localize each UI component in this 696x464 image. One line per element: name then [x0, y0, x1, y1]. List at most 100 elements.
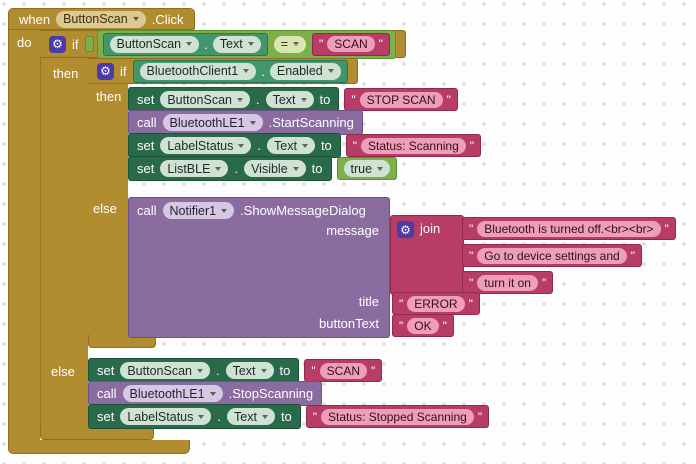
property-getter-block[interactable]: ButtonScan . Text: [102, 32, 268, 56]
text-string-block[interactable]: " Go to device settings and ": [462, 244, 642, 267]
dropdown-value: ButtonScan: [127, 363, 192, 378]
component-dropdown[interactable]: ButtonScan: [160, 91, 250, 108]
property-dropdown[interactable]: Text: [227, 408, 275, 425]
mutator-gear-icon[interactable]: ⚙: [49, 35, 66, 53]
set-property-block[interactable]: set ButtonScan . Text to: [88, 358, 300, 383]
dropdown-value: Text: [274, 138, 297, 153]
inner-if-block-header[interactable]: ⚙ if BluetoothClient1 . Enabled: [88, 58, 358, 84]
open-quote: ": [469, 275, 474, 290]
set-property-block[interactable]: set ListBLE . Visible to: [128, 156, 332, 181]
component-dropdown[interactable]: ButtonScan: [120, 362, 210, 379]
property-getter-block[interactable]: BluetoothClient1 . Enabled: [132, 59, 348, 83]
close-quote: ": [371, 363, 376, 378]
outer-if-bottom-bar[interactable]: [40, 426, 154, 440]
close-quote: ": [468, 296, 473, 311]
component-dropdown[interactable]: LabelStatus: [160, 137, 252, 154]
component-dropdown[interactable]: Notifier1: [162, 202, 235, 219]
dropdown-arrow-icon: [221, 208, 228, 213]
when-block-bottom-bar[interactable]: [8, 440, 190, 454]
property-dropdown[interactable]: Text: [212, 35, 261, 53]
call-stop-scanning-row: call BluetoothLE1 .StopScanning: [88, 381, 323, 406]
component-dropdown[interactable]: BluetoothClient1: [139, 62, 257, 80]
component-dropdown[interactable]: BluetoothLE1: [122, 385, 223, 402]
call-method-block[interactable]: call BluetoothLE1 .StopScanning: [88, 381, 323, 406]
inner-then-label: then: [96, 89, 122, 104]
property-dropdown[interactable]: Text: [265, 91, 314, 108]
inner-else-label: else: [93, 201, 117, 216]
string-literal[interactable]: Bluetooth is turned off.<br><br>: [477, 220, 661, 237]
set-property-block[interactable]: set LabelStatus . Text to: [88, 404, 301, 429]
open-quote: ": [469, 248, 474, 263]
component-dropdown[interactable]: LabelStatus: [120, 408, 212, 425]
outer-if-block-header[interactable]: ⚙ if ButtonScan . Text = " SCAN: [40, 29, 406, 59]
text-join-block[interactable]: ⚙ join: [390, 215, 464, 295]
to-keyword: to: [319, 92, 331, 107]
string-literal[interactable]: OK: [407, 317, 439, 334]
dropdown-value: Text: [234, 409, 257, 424]
inner-if-left-spine[interactable]: [88, 84, 128, 335]
string-literal[interactable]: Status: Scanning: [361, 137, 466, 154]
set-property-block[interactable]: set LabelStatus . Text to: [128, 133, 341, 158]
open-quote: ": [319, 37, 324, 51]
text-string-block[interactable]: " OK ": [392, 314, 454, 337]
dot-separator: .: [204, 36, 208, 52]
when-block-left-spine[interactable]: [8, 28, 40, 440]
component-dropdown[interactable]: ButtonScan: [109, 35, 200, 53]
open-quote: ": [399, 296, 404, 311]
string-literal[interactable]: ERROR: [407, 295, 465, 312]
dropdown-arrow-icon: [247, 42, 254, 46]
property-dropdown[interactable]: Text: [267, 137, 315, 154]
close-quote: ": [469, 138, 475, 153]
text-string-block[interactable]: " Status: Stopped Scanning ": [305, 405, 490, 428]
text-string-block[interactable]: " STOP SCAN ": [344, 88, 458, 111]
outer-then-label: then: [53, 66, 79, 81]
set-keyword: set: [97, 409, 115, 424]
text-string-block[interactable]: " turn it on ": [462, 271, 554, 294]
equals-comparison-block[interactable]: ButtonScan . Text = " SCAN ": [96, 29, 396, 59]
string-literal[interactable]: Status: Stopped Scanning: [321, 408, 474, 425]
notifier-show-message-dialog-block[interactable]: call Notifier1 .ShowMessageDialog messag…: [128, 197, 390, 338]
dropdown-value: BluetoothLE1: [129, 386, 205, 401]
dropdown-arrow-icon: [377, 166, 384, 171]
operator-dropdown[interactable]: =: [273, 35, 307, 53]
text-string-block[interactable]: " Status: Scanning ": [345, 134, 482, 157]
dropdown-arrow-icon: [249, 120, 256, 125]
set-property-block[interactable]: set ButtonScan . Text to: [128, 87, 340, 112]
inner-if-bottom-bar[interactable]: [88, 335, 156, 348]
close-quote: ": [477, 409, 483, 424]
logic-true-block[interactable]: true: [336, 157, 398, 180]
dropdown-value: Text: [272, 92, 296, 107]
string-literal[interactable]: STOP SCAN: [359, 91, 443, 108]
dropdown-value: Enabled: [276, 64, 323, 78]
when-event-block-header[interactable]: when ButtonScan .Click: [8, 8, 195, 30]
mutator-gear-icon[interactable]: ⚙: [397, 221, 414, 238]
string-literal[interactable]: Go to device settings and: [477, 247, 627, 264]
dropdown-arrow-icon: [293, 42, 300, 46]
boolean-dropdown[interactable]: true: [343, 160, 391, 177]
text-string-block[interactable]: " Bluetooth is turned off.<br><br> ": [462, 217, 676, 240]
string-literal[interactable]: SCAN: [319, 362, 367, 379]
outer-if-left-spine[interactable]: [40, 58, 88, 426]
dropdown-arrow-icon: [186, 42, 193, 46]
open-quote: ": [399, 318, 404, 333]
property-dropdown[interactable]: Text: [225, 362, 274, 379]
dropdown-value: Text: [219, 37, 243, 51]
dot-separator: .: [257, 138, 261, 153]
string-literal[interactable]: turn it on: [477, 274, 538, 291]
set-status-stopped-row: set LabelStatus . Text to " Status: Stop…: [88, 404, 490, 429]
text-string-block[interactable]: " ERROR ": [392, 292, 480, 315]
mutator-gear-icon[interactable]: ⚙: [97, 62, 114, 80]
dropdown-arrow-icon: [238, 143, 245, 148]
property-dropdown[interactable]: Enabled: [269, 62, 341, 80]
property-dropdown[interactable]: Visible: [244, 160, 306, 177]
call-method-block[interactable]: call BluetoothLE1 .StartScanning: [128, 110, 363, 135]
component-dropdown[interactable]: ListBLE: [160, 160, 229, 177]
text-string-block[interactable]: " SCAN ": [312, 32, 390, 56]
dropdown-value: true: [350, 161, 373, 176]
component-dropdown[interactable]: BluetoothLE1: [162, 114, 263, 131]
call-start-scanning-row: call BluetoothLE1 .StartScanning: [128, 110, 363, 135]
event-component-dropdown[interactable]: ButtonScan: [56, 10, 146, 28]
text-string-block[interactable]: " SCAN ": [304, 359, 383, 382]
string-literal[interactable]: SCAN: [327, 36, 375, 52]
